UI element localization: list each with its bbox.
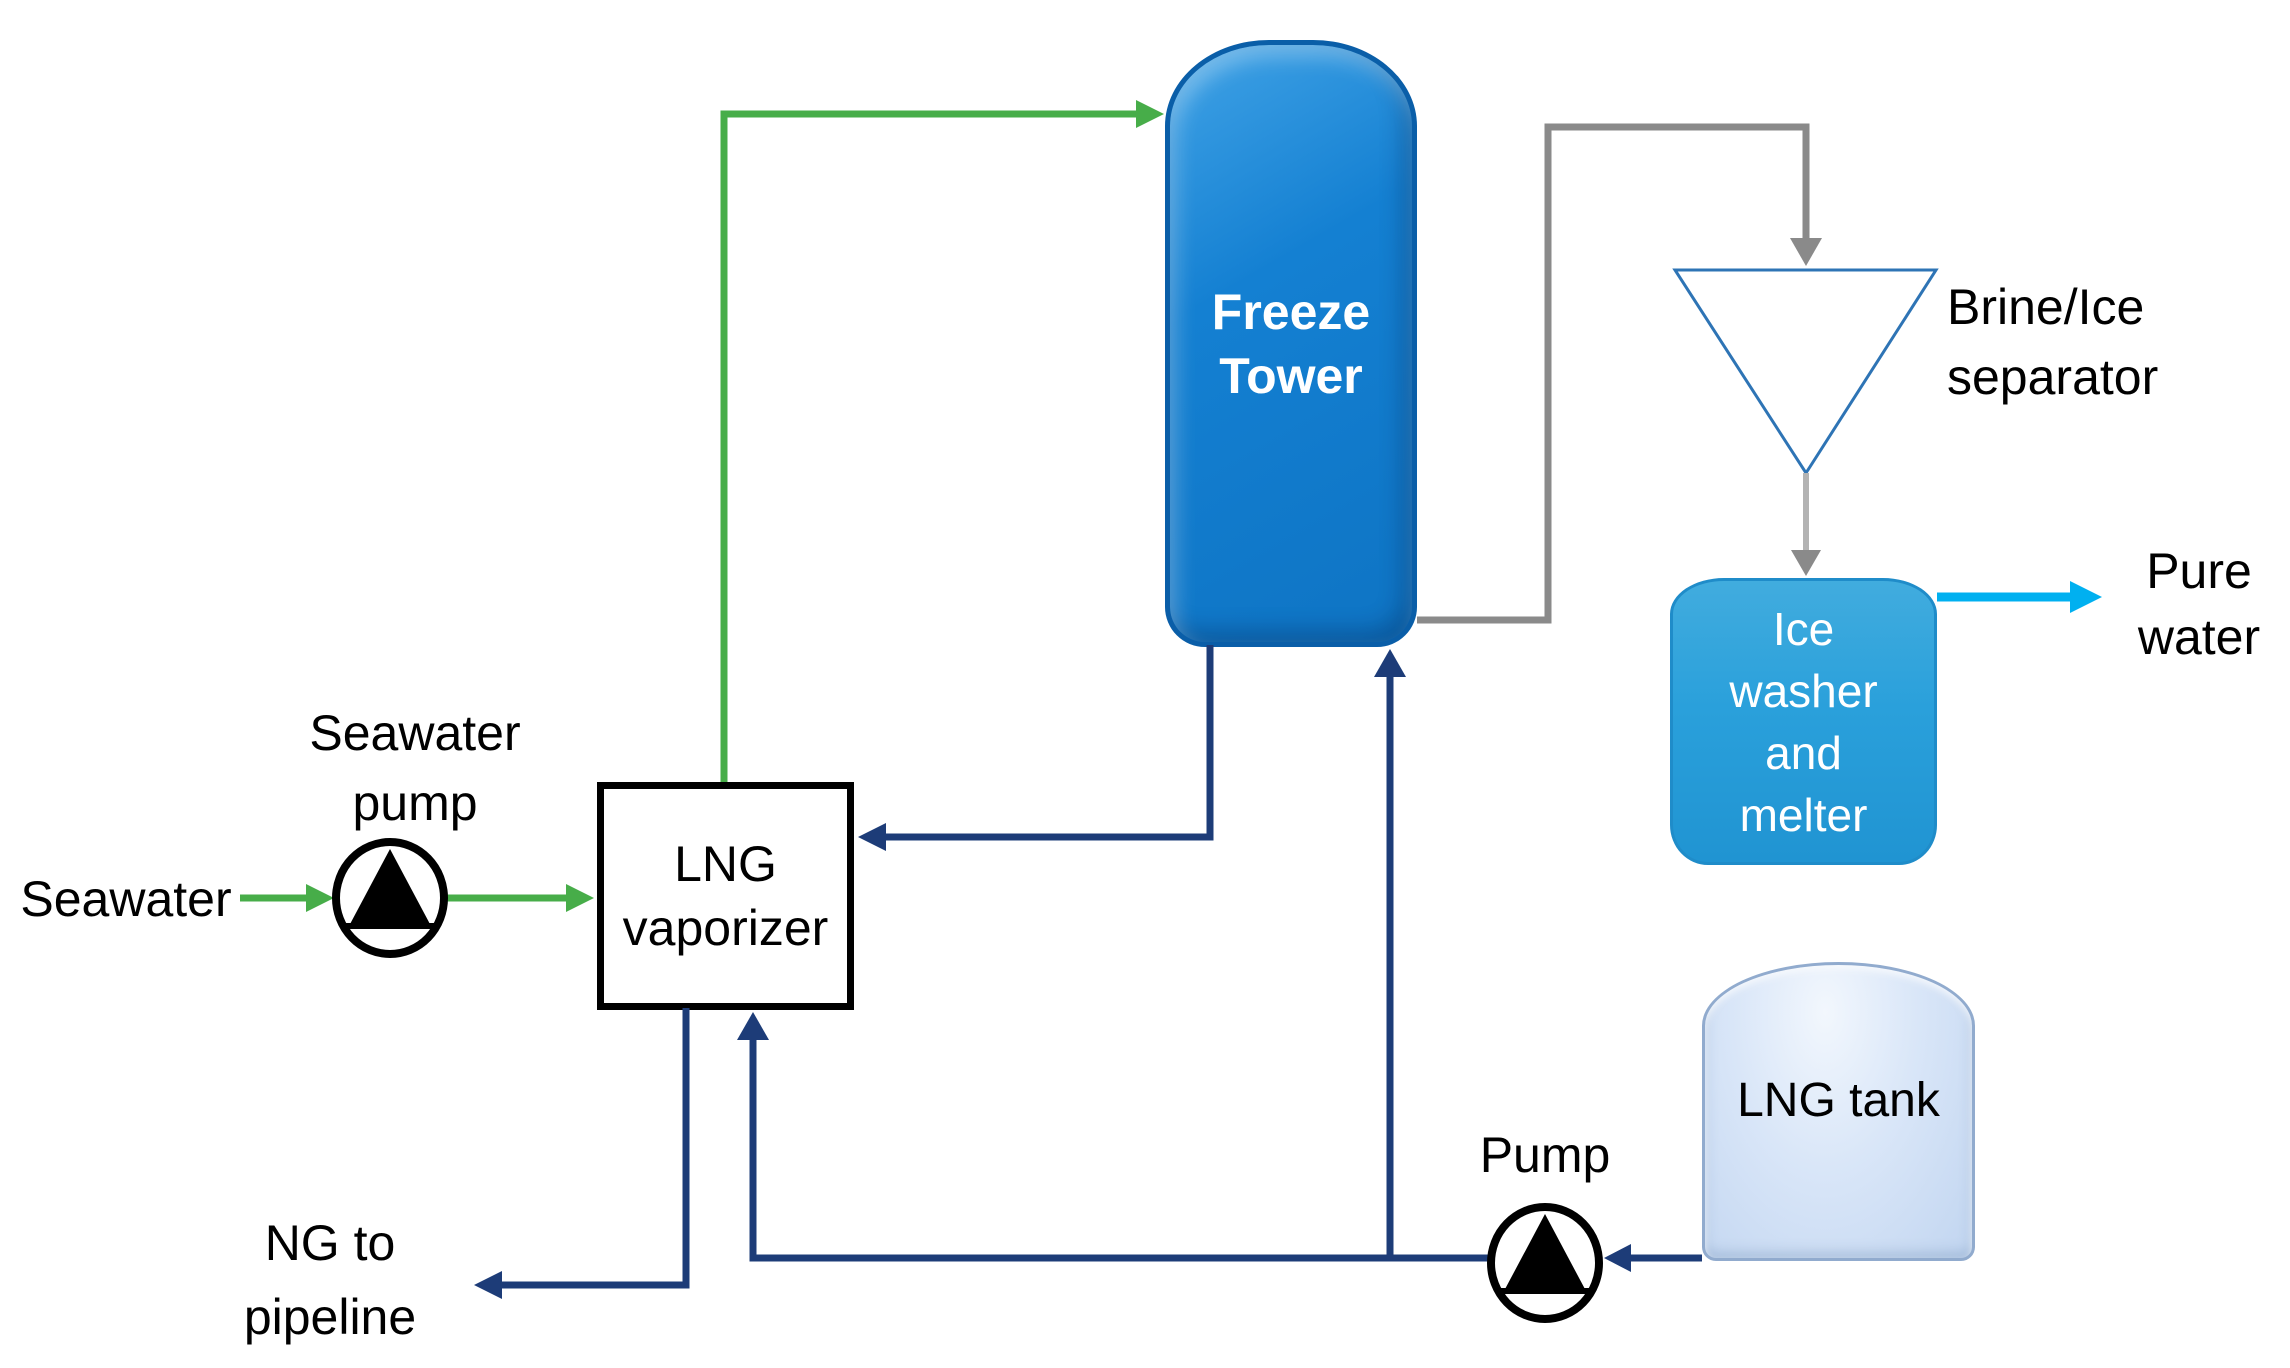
- ice-washer-label-line4: melter: [1739, 788, 1868, 841]
- seawater-pump-label-line2: pump: [352, 775, 478, 831]
- lng-tank-vessel: LNG tank: [1702, 962, 1975, 1261]
- ng-to-pipeline-label-line2: pipeline: [243, 1289, 417, 1345]
- lng-vaporizer-label-line2: vaporizer: [622, 900, 829, 956]
- ng-to-pipeline-label-line1: NG to: [264, 1215, 396, 1271]
- lng-vaporizer-box: LNG vaporizer: [597, 782, 854, 1010]
- ice-washer-melter-vessel: Ice washer and melter: [1670, 578, 1937, 865]
- lng-tank-label: LNG tank: [1737, 1074, 1940, 1127]
- seawater-pump-to-vaporizer-arrow: [447, 884, 594, 912]
- freeze-tower-return-to-vaporizer-arrow: [858, 645, 1214, 851]
- ice-washer-label-line1: Ice: [1772, 602, 1835, 655]
- brine-ice-separator-label-line2: separator: [1947, 349, 2159, 405]
- freeze-tower-vessel: Freeze Tower: [1165, 40, 1417, 647]
- separator-to-ice-washer-arrow: [1791, 473, 1821, 576]
- pure-water-label: Pure water: [2108, 538, 2290, 670]
- lng-pump-symbol: [1487, 1203, 1603, 1323]
- ice-washer-label-line2: washer: [1729, 664, 1878, 717]
- freeze-tower-to-separator-arrow: [1417, 123, 1822, 624]
- tank-to-pump-arrow: [1604, 1244, 1702, 1272]
- seawater-pump-symbol: [332, 838, 448, 958]
- freeze-tower-label-line1: Freeze: [1211, 283, 1371, 340]
- ng-to-pipeline-label: NG to pipeline: [215, 1206, 445, 1354]
- seawater-pump-label: Seawater pump: [290, 698, 540, 838]
- lng-vaporizer-label-line1: LNG: [674, 836, 777, 892]
- ng-to-pipeline-arrow: [474, 1008, 690, 1299]
- pure-water-arrow: [1937, 581, 2102, 613]
- pure-water-label-line2: water: [2137, 609, 2261, 665]
- seawater-stream-label: Seawater: [20, 871, 232, 927]
- freeze-tower-label-line2: Tower: [1219, 347, 1363, 404]
- brine-ice-separator-label: Brine/Ice separator: [1947, 272, 2277, 412]
- pump-to-freeze-tower-arrow: [1374, 649, 1406, 1258]
- vaporizer-to-freeze-tower-arrow: [720, 100, 1164, 782]
- pump-to-vaporizer-arrow: [737, 1012, 1489, 1262]
- brine-ice-separator-shape: [1672, 268, 1939, 476]
- seawater-pump-label-line1: Seawater: [309, 705, 521, 761]
- lng-pump-label: Pump: [1479, 1127, 1611, 1183]
- pure-water-label-line1: Pure: [2146, 543, 2252, 599]
- seawater-inlet-arrow: [240, 884, 334, 912]
- brine-ice-separator-label-line1: Brine/Ice: [1947, 279, 2145, 335]
- ice-washer-label-line3: and: [1765, 726, 1842, 779]
